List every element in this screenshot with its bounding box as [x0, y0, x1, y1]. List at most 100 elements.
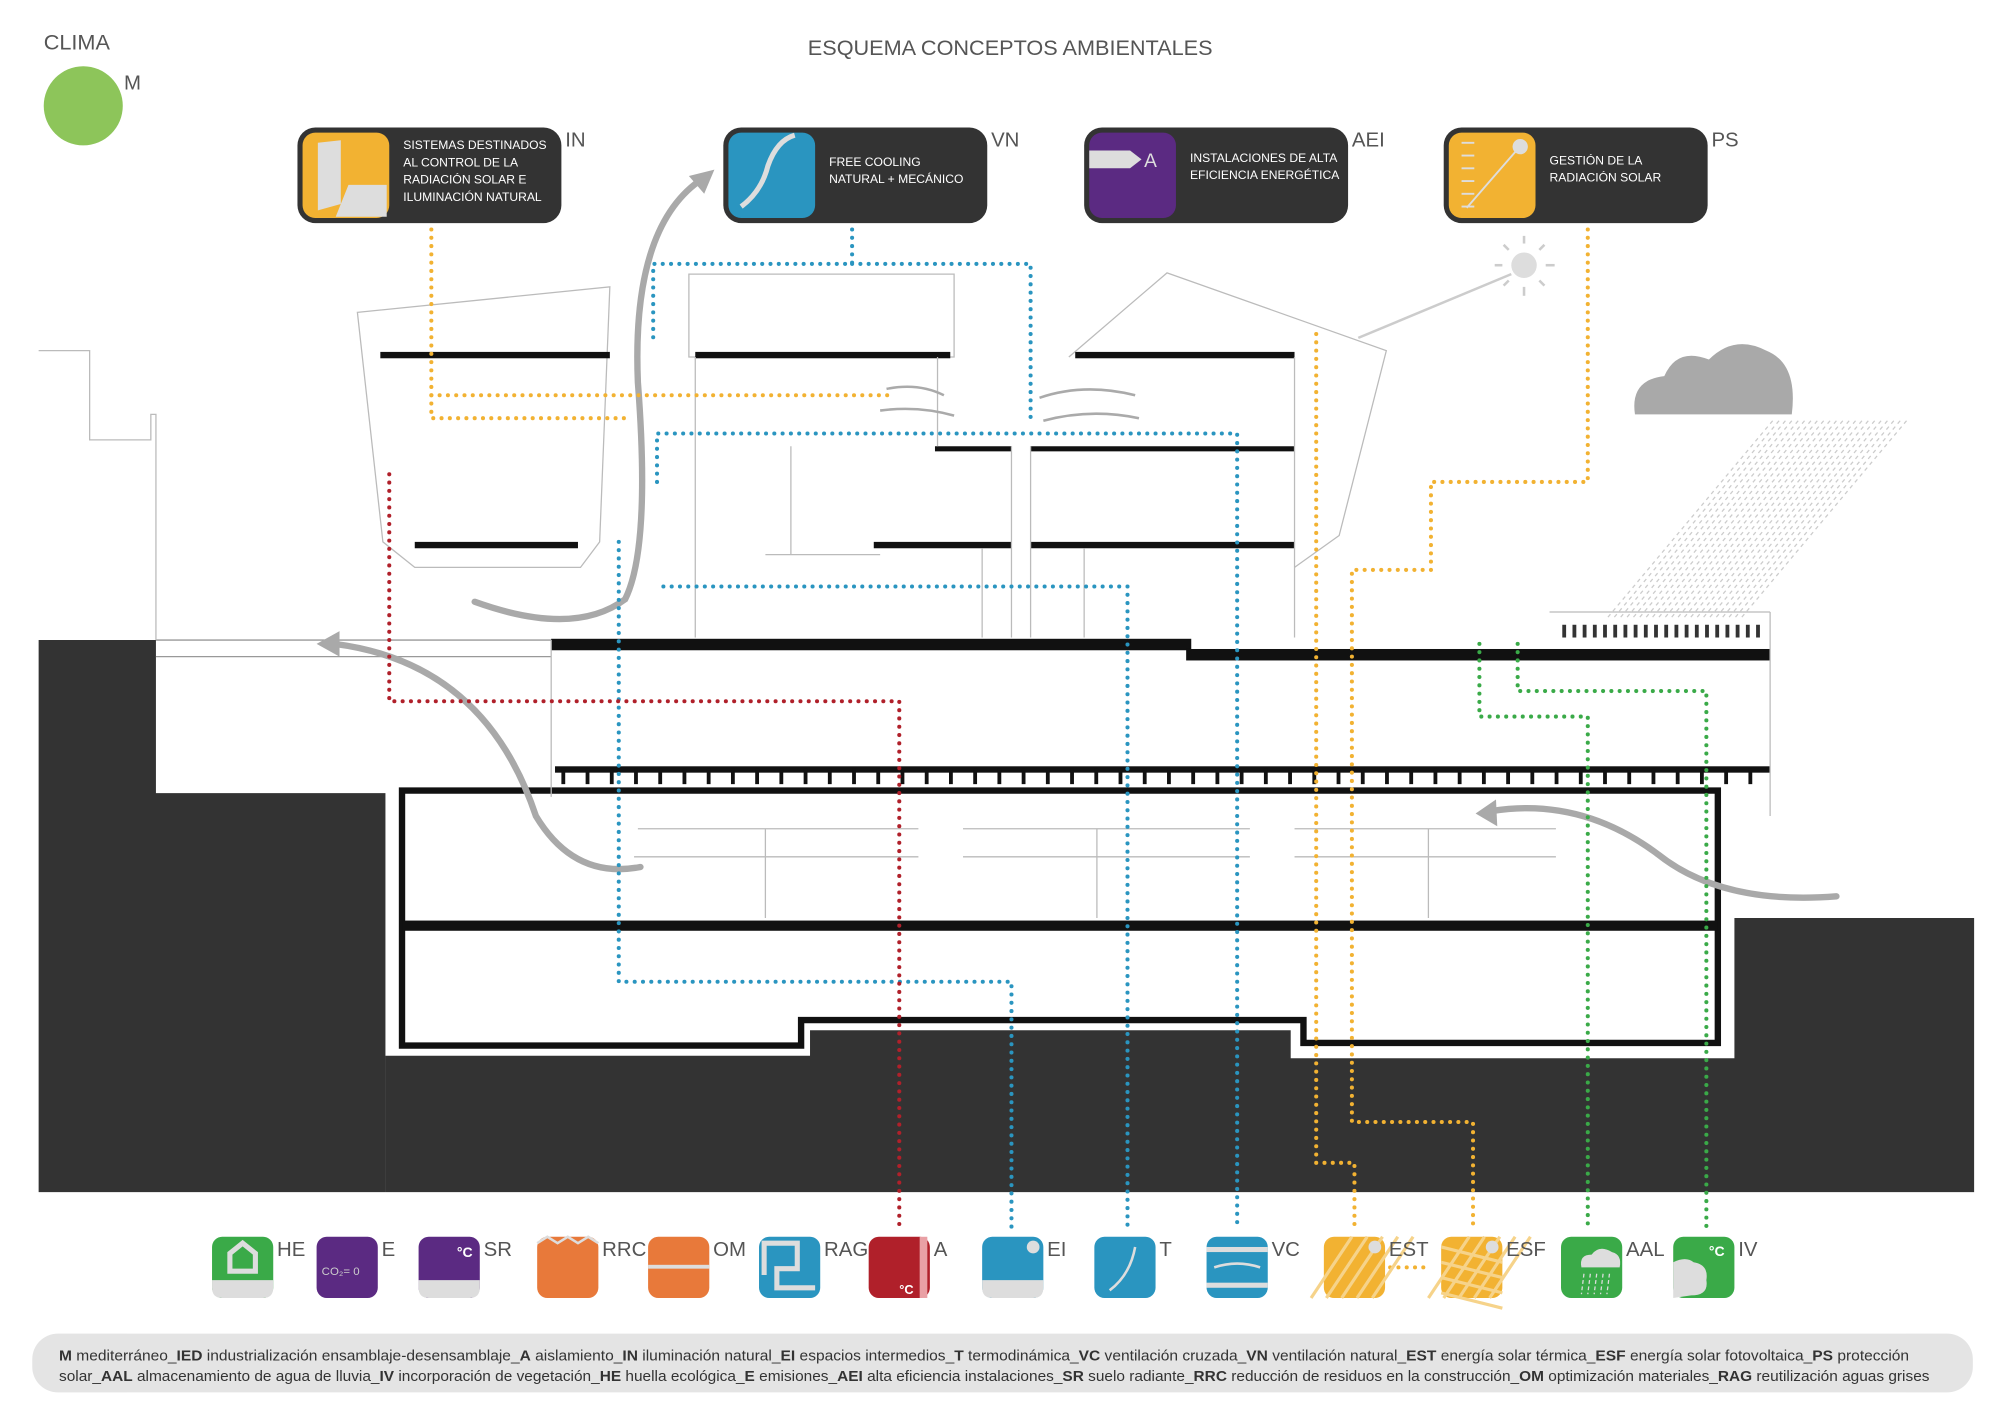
sun-icon	[1357, 235, 1555, 340]
materials-icon	[648, 1236, 710, 1298]
legend-description: espacios intermedios_	[795, 1348, 955, 1364]
description-line: FREE COOLING	[829, 155, 921, 169]
icon-text: °C	[899, 1282, 913, 1297]
climate-circle	[43, 66, 123, 146]
concept-icon-code: SR	[484, 1239, 512, 1261]
legend-description: emisiones_	[755, 1369, 838, 1385]
solar-thermal-icon	[1309, 1235, 1415, 1299]
legend-code: AAL	[101, 1369, 133, 1385]
icon-text: °C	[457, 1244, 473, 1260]
description-line: SISTEMAS DESTINADOS	[403, 138, 546, 152]
legend-code: T	[954, 1348, 964, 1364]
connection-lines	[387, 227, 1709, 1270]
legend-code: VN	[1246, 1348, 1268, 1364]
legend-description: industrialización ensamblaje-desensambla…	[202, 1348, 520, 1364]
concept-icon-ei: EI	[982, 1236, 1066, 1298]
thermodynamics-icon	[1094, 1236, 1156, 1298]
legend-description: iluminación natural_	[638, 1348, 781, 1364]
concept-icon-code: RRC	[602, 1239, 646, 1261]
concept-box-code: PS	[1711, 130, 1738, 152]
concept-box-code: IN	[565, 130, 585, 152]
rainwater-icon	[1561, 1236, 1623, 1298]
legend-code: RRC	[1194, 1369, 1228, 1385]
legend-description: energía solar térmica_	[1436, 1348, 1596, 1364]
insulation-icon: °C	[868, 1236, 930, 1298]
legend-code: IED	[177, 1348, 203, 1364]
legend-description: almacenamiento de agua de lluvia_	[133, 1369, 381, 1385]
legend-description: ventilación cruzada_	[1100, 1348, 1247, 1364]
concept-box-vn: FREE COOLING NATURAL + MECÁNICO VN	[723, 127, 1019, 224]
intermediate-space-icon	[982, 1236, 1044, 1298]
legend-description: optimización materiales_	[1544, 1369, 1719, 1385]
concept-icon-om: OM	[648, 1236, 746, 1298]
legend-code: EI	[781, 1348, 796, 1364]
legend-code: VC	[1079, 1348, 1101, 1364]
description-line: RADIACIÓN SOLAR	[1550, 170, 1662, 185]
legend-code: PS	[1812, 1348, 1833, 1364]
concept-icon-code: T	[1159, 1239, 1171, 1261]
icon-text: °C	[1709, 1243, 1725, 1259]
radiant-floor-icon: °C	[418, 1236, 480, 1298]
legend-description: protección	[1833, 1348, 1909, 1364]
concept-box-ps: GESTIÓN DE LA RADIACIÓN SOLAR PS	[1443, 127, 1739, 224]
legend-code: IN	[622, 1348, 638, 1364]
waste-reduction-icon	[536, 1235, 600, 1298]
legend-description: mediterráneo_	[72, 1348, 177, 1364]
concept-box-code: AEI	[1352, 130, 1385, 152]
climate-code: M	[124, 72, 141, 94]
description-line: GESTIÓN DE LA	[1550, 152, 1644, 167]
concept-icon-he: HE	[212, 1236, 305, 1298]
concept-icon-code: EI	[1047, 1239, 1066, 1261]
legend-description: alta eficiencia instalaciones_	[863, 1369, 1064, 1385]
legend-description: huella ecológica_	[621, 1369, 745, 1385]
concept-icon-esf: ESF	[1427, 1235, 1546, 1310]
ground-section	[38, 349, 1975, 1193]
concept-icon-aal: AAL	[1561, 1236, 1665, 1298]
description-line: AL CONTROL DE LA	[403, 155, 519, 169]
legend-code: M	[59, 1348, 72, 1364]
legend-line: solar_AAL almacenamiento de agua de lluv…	[59, 1369, 1929, 1385]
concept-icon-code: OM	[713, 1239, 746, 1261]
legend-description: reducción de residuos en la construcción…	[1227, 1369, 1520, 1385]
description-line: NATURAL + MECÁNICO	[829, 171, 963, 186]
legend-description: aislamiento_	[531, 1348, 623, 1364]
legend-code: AEI	[837, 1369, 863, 1385]
solar-pv-icon	[1427, 1235, 1532, 1310]
concept-icon-code: EST	[1389, 1239, 1429, 1261]
concept-icon-est: EST	[1309, 1235, 1429, 1299]
legend-description: solar_	[59, 1369, 102, 1385]
greywater-icon	[759, 1236, 821, 1298]
sun-angle-icon	[1448, 132, 1536, 219]
energy-label-icon: A	[1089, 132, 1176, 219]
concept-icon-sr: °C SR	[418, 1236, 512, 1298]
page-title: ESQUEMA CONCEPTOS AMBIENTALES	[808, 35, 1213, 60]
concept-icon-rag: RAG	[759, 1236, 868, 1298]
concept-box-description: FREE COOLING NATURAL + MECÁNICO	[829, 155, 963, 186]
concept-icon-code: E	[382, 1239, 396, 1261]
concept-box-description: GESTIÓN DE LA RADIACIÓN SOLAR	[1550, 152, 1662, 184]
concept-icon-code: VC	[1272, 1239, 1300, 1261]
building-section	[356, 272, 1771, 919]
concept-box-code: VN	[991, 130, 1019, 152]
legend-line: M mediterráneo_IED industrialización ens…	[59, 1348, 1909, 1364]
legend: M mediterráneo_IED industrialización ens…	[32, 1333, 1973, 1393]
description-line: EFICIENCIA ENERGÉTICA	[1190, 167, 1340, 182]
concept-icon-vc: VC	[1206, 1236, 1300, 1298]
legend-description: suelo radiante_	[1084, 1369, 1195, 1385]
cross-ventilation-icon	[1206, 1236, 1268, 1298]
concept-icon-e: CO₂= 0E	[316, 1236, 396, 1298]
concept-icon-code: HE	[277, 1239, 305, 1261]
legend-description: incorporación de vegetación_	[394, 1369, 601, 1385]
concept-icon-code: A	[934, 1239, 948, 1261]
legend-code: RAG	[1718, 1369, 1752, 1385]
legend-code: E	[745, 1369, 756, 1385]
energy-class-label: A	[1144, 151, 1157, 172]
vegetation-icon: °C	[1673, 1236, 1735, 1298]
window-light-icon	[302, 132, 390, 219]
concept-icon-rrc: RRC	[536, 1235, 646, 1298]
legend-code: IV	[379, 1369, 394, 1385]
